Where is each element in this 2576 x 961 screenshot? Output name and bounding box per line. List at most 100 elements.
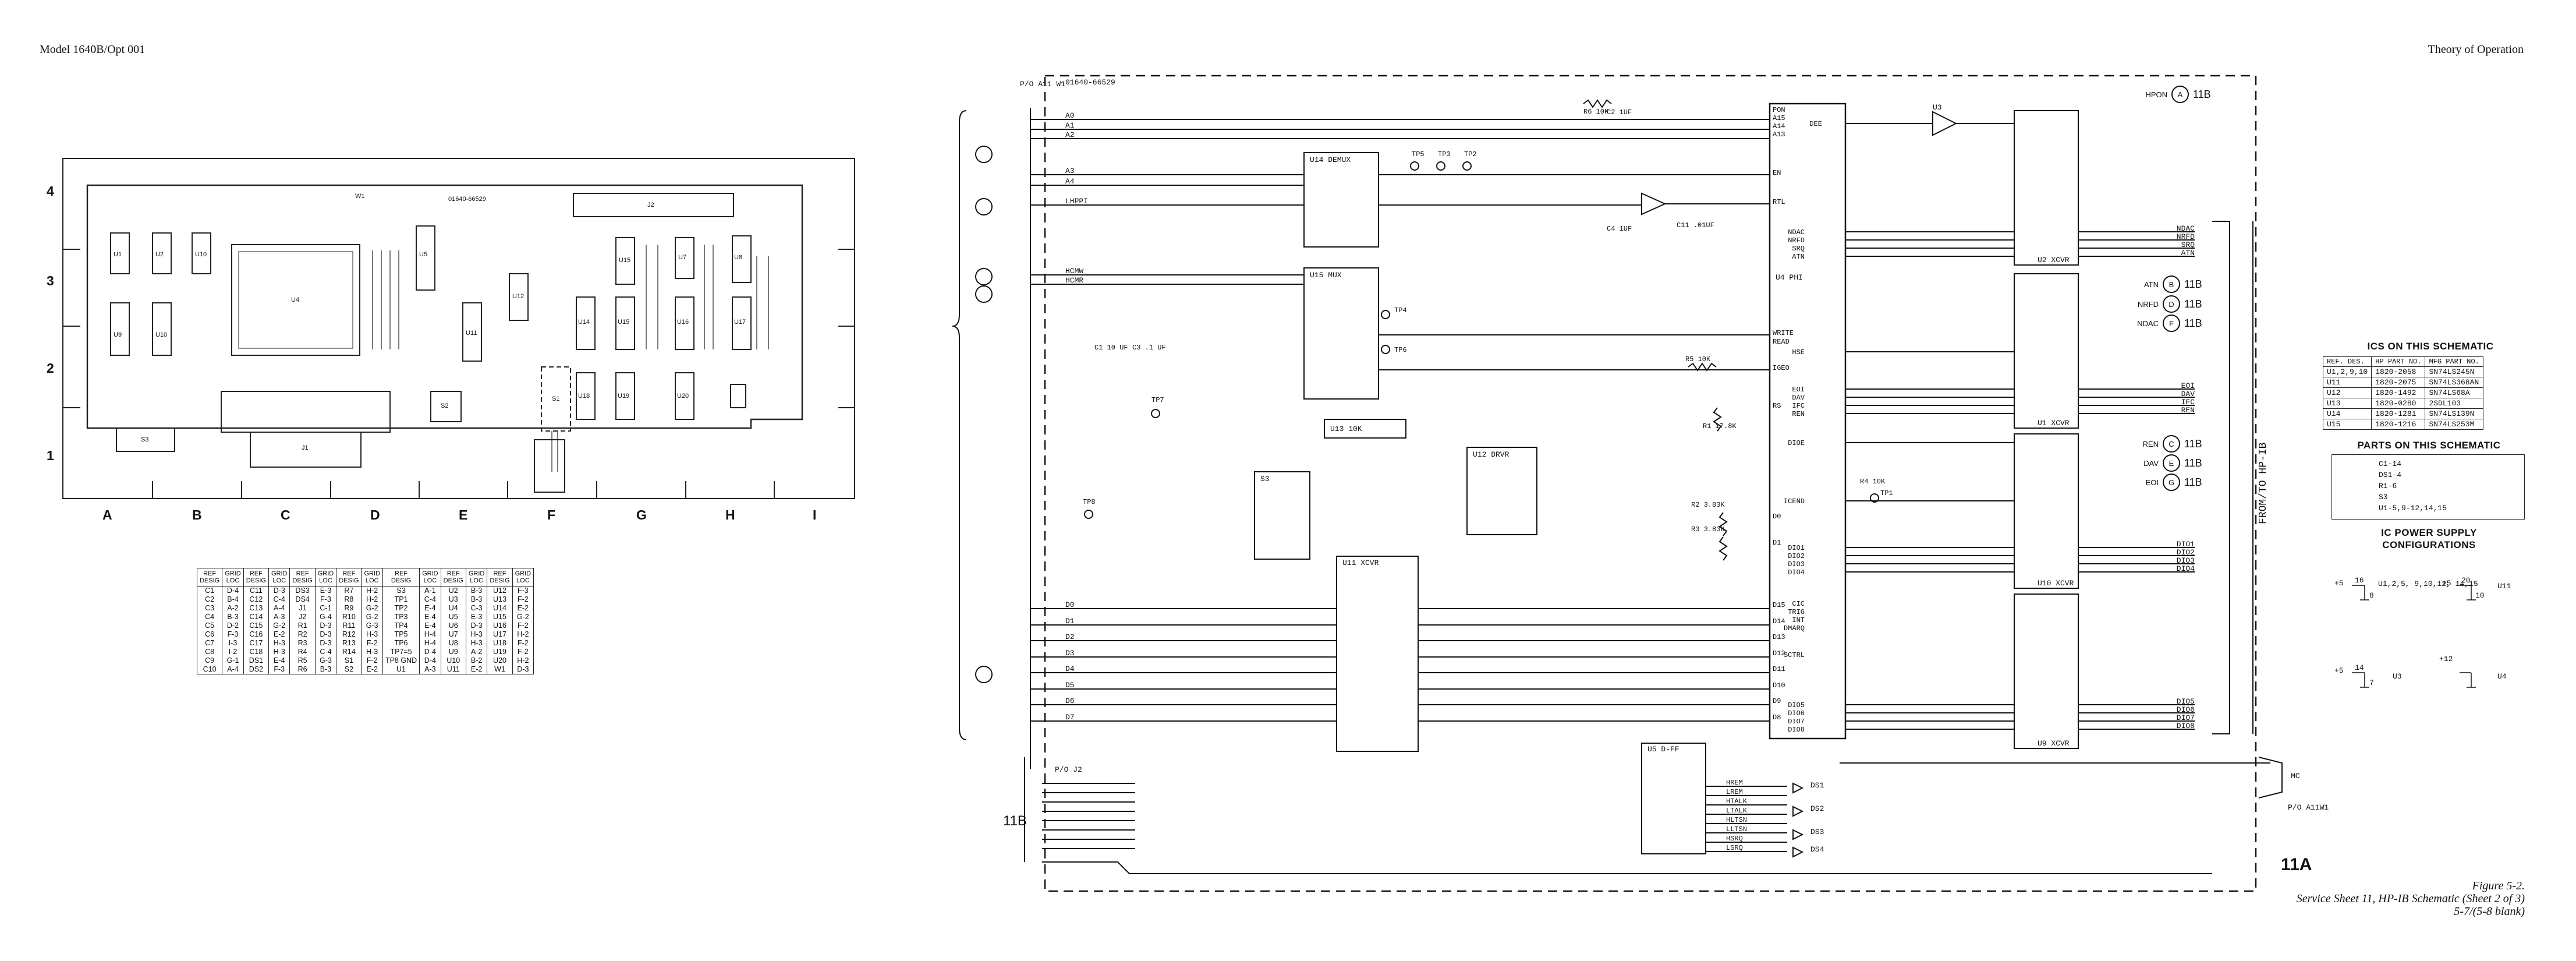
grid-loc-cell: F-3	[512, 586, 534, 595]
ref-desig-cell: R1	[289, 621, 316, 630]
ref-desig-cell: U8	[440, 639, 466, 648]
grid-loc-cell: G-3	[361, 621, 383, 630]
offsheet-target: 11B	[2184, 317, 2202, 329]
hpib-bus-label: DIO8	[2177, 722, 2195, 730]
chip-label: U17	[734, 319, 746, 326]
ics-cell: 1820-0280	[2371, 398, 2426, 409]
testpoint-label: TP6	[1394, 346, 1407, 354]
grid-loc-cell: D-4	[419, 648, 441, 656]
testpoint-label: TP7	[1151, 396, 1164, 404]
power-gnd: 10	[2475, 591, 2485, 600]
grid-loc-cell: G-2	[512, 613, 534, 621]
chip-label: U15	[618, 319, 629, 326]
header-model: Model 1640B/Opt 001	[40, 43, 146, 56]
ref-desig-cell: R6	[289, 665, 316, 674]
data-bus-label: D0	[1065, 600, 1075, 609]
offsheet-tag: E	[2169, 459, 2174, 468]
ics-cell: 1820-1281	[2371, 408, 2426, 419]
hpib-bus-label: DIO6	[2177, 705, 2195, 714]
grid-loc-cell: D-3	[314, 639, 337, 648]
offsheet-signal: NDAC	[2137, 319, 2159, 328]
chip-label: U8	[734, 254, 742, 261]
ref-desig-cell: S1	[336, 656, 362, 665]
grid-loc-cell: G-3	[314, 656, 337, 665]
power-supply: +12	[2439, 655, 2453, 663]
chip-u2-label: U2 XCVR	[2038, 256, 2070, 264]
board-col-label: D	[370, 507, 380, 522]
capacitor-label: C3 .1 UF	[1132, 344, 1166, 352]
grid-loc-cell: G-1	[222, 656, 244, 665]
connector-left-label: P/O A11 W1	[1020, 80, 1065, 89]
phi-output-pin: DIO7	[1788, 718, 1805, 726]
ref-desig-cell: R10	[336, 613, 362, 621]
phi-output-pin: HSE	[1792, 348, 1805, 356]
ref-desig-cell: U20	[487, 656, 513, 665]
data-bus-label: D7	[1065, 713, 1075, 722]
phi-output-pin: DIO3	[1788, 560, 1805, 568]
resistor-label: R3 3.83K	[1691, 525, 1725, 534]
grid-loc-cell: E-2	[512, 604, 534, 613]
ref-desig-cell: U19	[487, 648, 513, 656]
grid-loc-cell: E-4	[419, 604, 441, 613]
phi-output-pin: DIO6	[1788, 709, 1805, 718]
ref-desig-cell: C7	[196, 639, 223, 648]
chip-u13-label: U13 10K	[1330, 425, 1362, 433]
phi-output-pin: DIO1	[1788, 544, 1805, 552]
grid-loc-cell: D-3	[314, 621, 337, 630]
hpib-bus-label: NRFD	[2177, 232, 2195, 241]
testpoint-label: TP8	[1083, 498, 1096, 506]
grid-loc-cell: B-3	[314, 665, 337, 674]
grid-loc-cell: C-1	[314, 604, 337, 613]
phi-output-pin: ICEND	[1784, 497, 1805, 506]
grid-loc-cell: F-3	[268, 665, 290, 674]
power-chips: U3	[2393, 672, 2402, 681]
offsheet-tag: D	[2168, 300, 2174, 309]
ref-desig-cell: C3	[196, 604, 223, 613]
phi-input-pin: IGEO	[1773, 364, 1790, 372]
grid-loc-cell: C-4	[268, 595, 290, 604]
led-label: DS1	[1810, 781, 1824, 790]
grid-loc-cell: D-3	[512, 665, 534, 674]
grid-loc-cell: A-3	[419, 665, 441, 674]
grid-loc-cell: A-2	[222, 604, 244, 613]
chip-u1-label: U1 XCVR	[2038, 419, 2070, 427]
chip-label: U4	[291, 296, 299, 303]
ics-cell: 1820-2075	[2371, 377, 2426, 388]
phi-output-pin: EOI	[1792, 386, 1805, 394]
figure-title: Service Sheet 11, HP-IB Schematic (Sheet…	[2296, 892, 2525, 905]
grid-loc-cell: F-2	[512, 648, 534, 656]
board-row-label: 2	[47, 361, 54, 376]
offsheet-tag: B	[2169, 280, 2174, 289]
chip-label: U16	[677, 319, 689, 326]
connector-label: J1	[302, 444, 309, 451]
power-panel-title-1: IC POWER SUPPLY	[2381, 527, 2477, 538]
testpoint-label: TP2	[1464, 150, 1477, 158]
ref-desig-cell: U15	[487, 613, 513, 621]
phi-input-pin: D10	[1773, 681, 1785, 690]
phi-output-pin: SCTRL	[1784, 651, 1805, 659]
ref-desig-cell: U12	[487, 586, 513, 595]
phi-output-pins: DEENDACNRFDSRQATNHSEEOIDAVIFCRENDIOEICEN…	[1784, 120, 1822, 734]
phi-output-pin: IFC	[1792, 402, 1805, 410]
ref-desig-cell: C5	[196, 621, 223, 630]
phi-output-pin: DIO2	[1788, 552, 1805, 560]
ics-panel-title: ICS ON THIS SCHEMATIC	[2367, 341, 2494, 352]
phi-input-pin: RS	[1773, 402, 1781, 410]
resistor-label: R1 17.8K	[1703, 422, 1737, 430]
ref-desig-cell: C18	[243, 648, 269, 656]
